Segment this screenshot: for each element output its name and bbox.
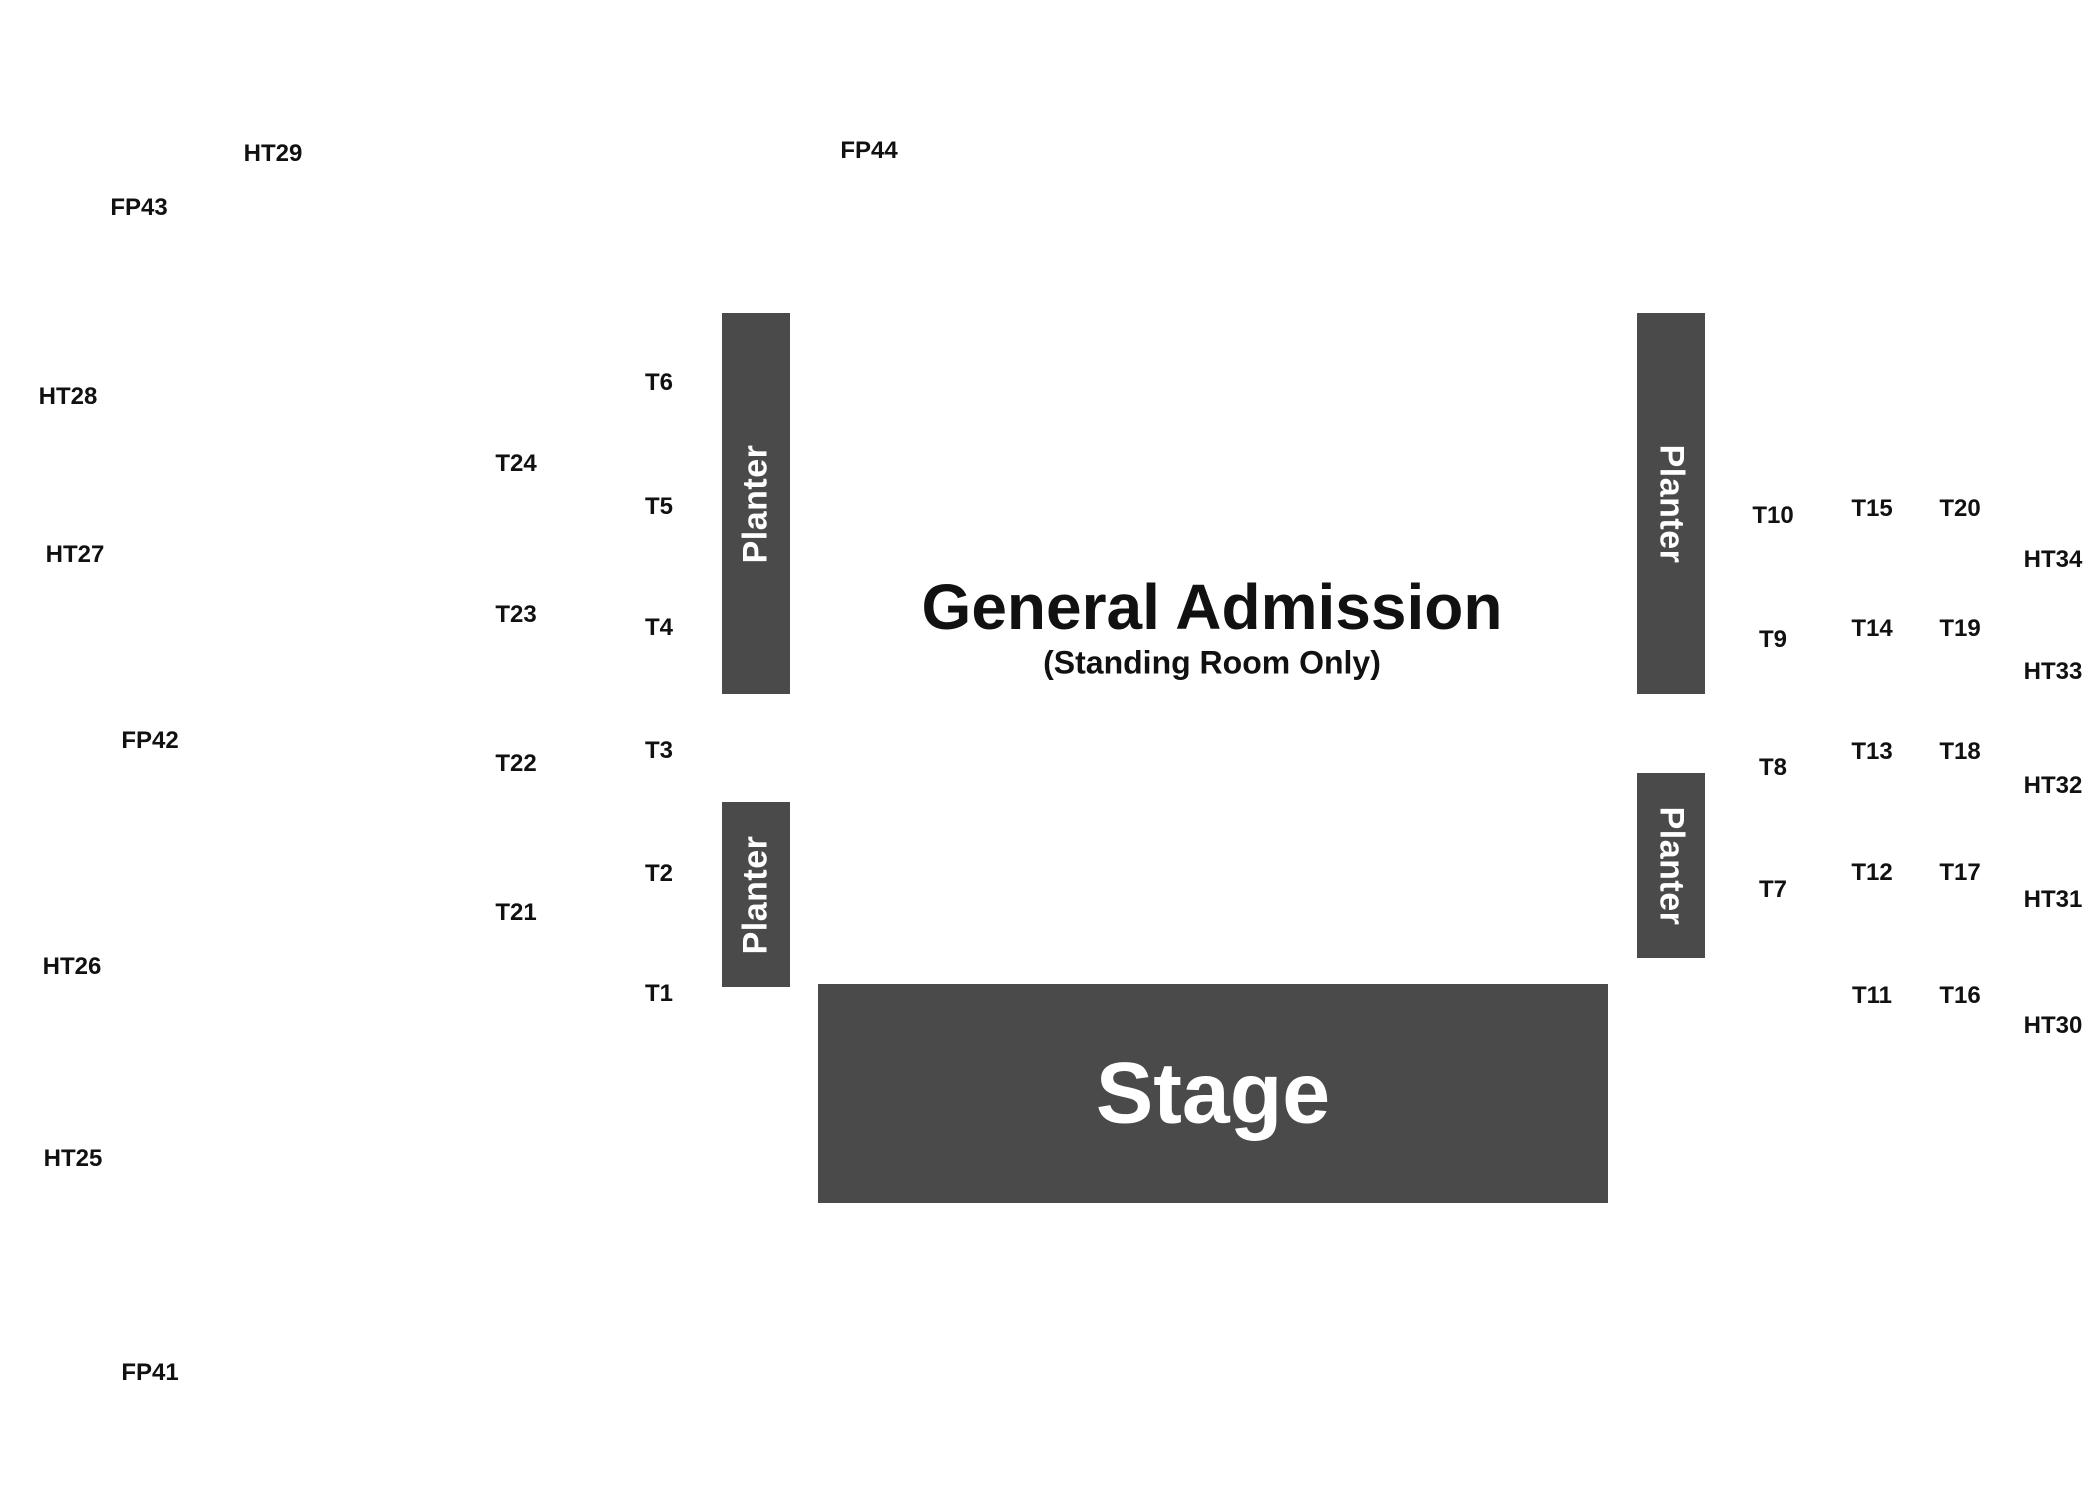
table-t8[interactable]: T8 xyxy=(1758,754,1788,781)
table-t23[interactable]: T23 xyxy=(495,601,537,628)
planter-label: Planter xyxy=(1652,444,1691,563)
planter-label: Planter xyxy=(736,835,775,954)
stage: Stage xyxy=(818,984,1608,1203)
planter-left-lower: Planter xyxy=(722,802,790,987)
table-t17[interactable]: T17 xyxy=(1939,859,1981,886)
planter-right-upper: Planter xyxy=(1637,313,1705,694)
table-t4[interactable]: T4 xyxy=(644,614,674,641)
table-t9[interactable]: T9 xyxy=(1758,626,1788,653)
table-t1[interactable]: T1 xyxy=(644,980,674,1007)
table-fp41[interactable]: FP41 xyxy=(121,1359,179,1386)
table-t20[interactable]: T20 xyxy=(1939,495,1981,522)
table-t6[interactable]: T6 xyxy=(644,369,674,396)
table-ht32[interactable]: HT32 xyxy=(2023,772,2083,799)
general-admission-note: (Standing Room Only) xyxy=(1043,644,1381,681)
table-t7[interactable]: T7 xyxy=(1758,876,1788,903)
table-ht33[interactable]: HT33 xyxy=(2023,658,2083,685)
table-fp43[interactable]: FP43 xyxy=(110,194,168,221)
table-t11[interactable]: T11 xyxy=(1851,982,1893,1009)
table-ht30[interactable]: HT30 xyxy=(2023,1012,2083,1039)
stage-label: Stage xyxy=(1095,1045,1331,1141)
table-t21[interactable]: T21 xyxy=(495,899,537,926)
table-t2[interactable]: T2 xyxy=(644,860,674,887)
table-t19[interactable]: T19 xyxy=(1939,615,1981,642)
table-fp42[interactable]: FP42 xyxy=(121,727,179,754)
table-t22[interactable]: T22 xyxy=(495,750,537,777)
table-t16[interactable]: T16 xyxy=(1939,982,1981,1009)
table-t12[interactable]: T12 xyxy=(1851,859,1893,886)
table-ht25[interactable]: HT25 xyxy=(43,1145,103,1172)
planter-right-lower: Planter xyxy=(1637,773,1705,958)
table-t18[interactable]: T18 xyxy=(1939,738,1981,765)
table-ht29[interactable]: HT29 xyxy=(243,140,303,167)
general-admission-title: General Admission xyxy=(921,571,1503,643)
table-fp44[interactable]: FP44 xyxy=(840,137,898,164)
planter-label: Planter xyxy=(1652,806,1691,925)
table-t5[interactable]: T5 xyxy=(644,493,674,520)
table-t14[interactable]: T14 xyxy=(1851,615,1893,642)
planter-label: Planter xyxy=(736,444,775,563)
table-ht34[interactable]: HT34 xyxy=(2023,546,2083,573)
table-t15[interactable]: T15 xyxy=(1851,495,1893,522)
table-ht26[interactable]: HT26 xyxy=(42,953,102,980)
planter-left-upper: Planter xyxy=(722,313,790,694)
table-t13[interactable]: T13 xyxy=(1851,738,1893,765)
table-t3[interactable]: T3 xyxy=(644,737,674,764)
table-t10[interactable]: T10 xyxy=(1752,502,1794,529)
table-t24[interactable]: T24 xyxy=(495,450,537,477)
table-ht31[interactable]: HT31 xyxy=(2023,886,2083,913)
table-ht28[interactable]: HT28 xyxy=(38,383,98,410)
table-ht27[interactable]: HT27 xyxy=(45,541,105,568)
